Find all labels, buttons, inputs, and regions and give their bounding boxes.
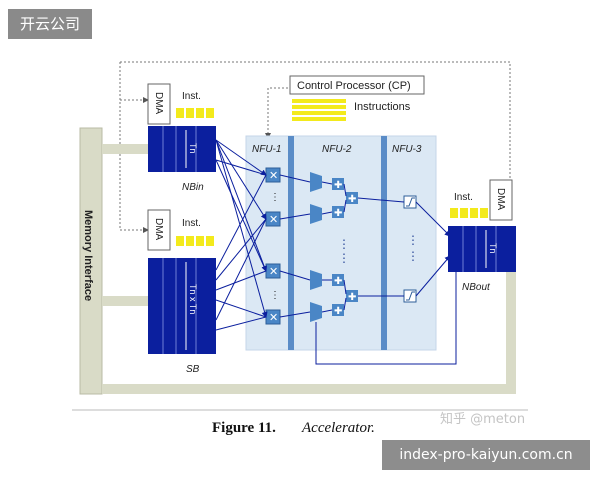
output-wires: [415, 201, 451, 297]
svg-text:✚: ✚: [334, 208, 342, 219]
nbout-block: DMA Inst. Tn NBout: [448, 179, 516, 293]
figure-caption-number: Figure 11.: [212, 420, 276, 436]
sb-inst-label: Inst.: [182, 218, 201, 229]
instructions-label: Instructions: [354, 101, 411, 113]
nbin-label: NBin: [182, 182, 204, 193]
svg-text:✕: ✕: [269, 266, 278, 278]
memory-interface: Memory Interface: [79, 127, 516, 395]
svg-text:⋮: ⋮: [338, 237, 350, 251]
svg-text:⋮: ⋮: [407, 249, 419, 263]
adder-tree-units: ✚ ✚ ✚ ✚ ✚ ✚ ⋮ ⋮: [310, 172, 358, 322]
svg-text:⋮: ⋮: [338, 251, 350, 265]
nfu1-label: NFU-1: [252, 144, 281, 155]
control-processor: Control Processor (CP) Instructions: [289, 75, 425, 121]
sb-dma-label: DMA: [153, 218, 164, 241]
control-lines: [119, 61, 511, 233]
footer-url: index-pro-kaiyun.com.cn: [382, 440, 590, 470]
svg-text:⋮: ⋮: [407, 233, 419, 247]
svg-text:⋮: ⋮: [270, 192, 280, 203]
nbin-inst-label: Inst.: [182, 91, 201, 102]
nbin-block: DMA Inst. Tn NBin: [147, 83, 216, 193]
svg-text:✕: ✕: [269, 312, 278, 324]
nfu-panel: NFU-1 NFU-2 NFU-3 ✕ ✕ ✕ ✕ ⋮ ⋮: [245, 135, 457, 365]
svg-text:⋮: ⋮: [270, 290, 280, 301]
svg-text:✚: ✚: [348, 194, 356, 205]
nbin-dma-label: DMA: [153, 92, 164, 115]
input-wires: [215, 139, 268, 331]
sb-inner-label: Tn x Tn: [188, 284, 198, 314]
nfu-wires: [279, 174, 457, 365]
svg-text:✚: ✚: [334, 276, 342, 287]
figure-caption-title: Accelerator.: [301, 420, 375, 436]
svg-text:✚: ✚: [334, 306, 342, 317]
svg-text:✕: ✕: [269, 214, 278, 226]
watermark: 知乎 @meton: [440, 412, 526, 427]
svg-text:✕: ✕: [269, 170, 278, 182]
memory-interface-label: Memory Interface: [82, 210, 94, 301]
nbout-inst-label: Inst.: [454, 192, 473, 203]
nbout-label: NBout: [462, 282, 491, 293]
multiplier-units: ✕ ✕ ✕ ✕ ⋮ ⋮: [265, 167, 281, 325]
sb-label: SB: [186, 364, 200, 375]
nfu3-label: NFU-3: [392, 144, 422, 155]
nbin-inner-label: Tn: [188, 143, 198, 154]
control-processor-label: Control Processor (CP): [297, 80, 411, 92]
svg-text:✚: ✚: [348, 292, 356, 303]
nfu2-label: NFU-2: [322, 144, 352, 155]
nbout-dma-label: DMA: [495, 188, 506, 211]
sb-block: DMA Inst. Tn x Tn SB: [147, 209, 216, 375]
nbout-inner-label: Tn: [488, 243, 498, 254]
site-badge: 开云公司: [8, 9, 92, 39]
svg-text:✚: ✚: [334, 180, 342, 191]
activation-units: ⋮ ⋮: [403, 195, 419, 303]
